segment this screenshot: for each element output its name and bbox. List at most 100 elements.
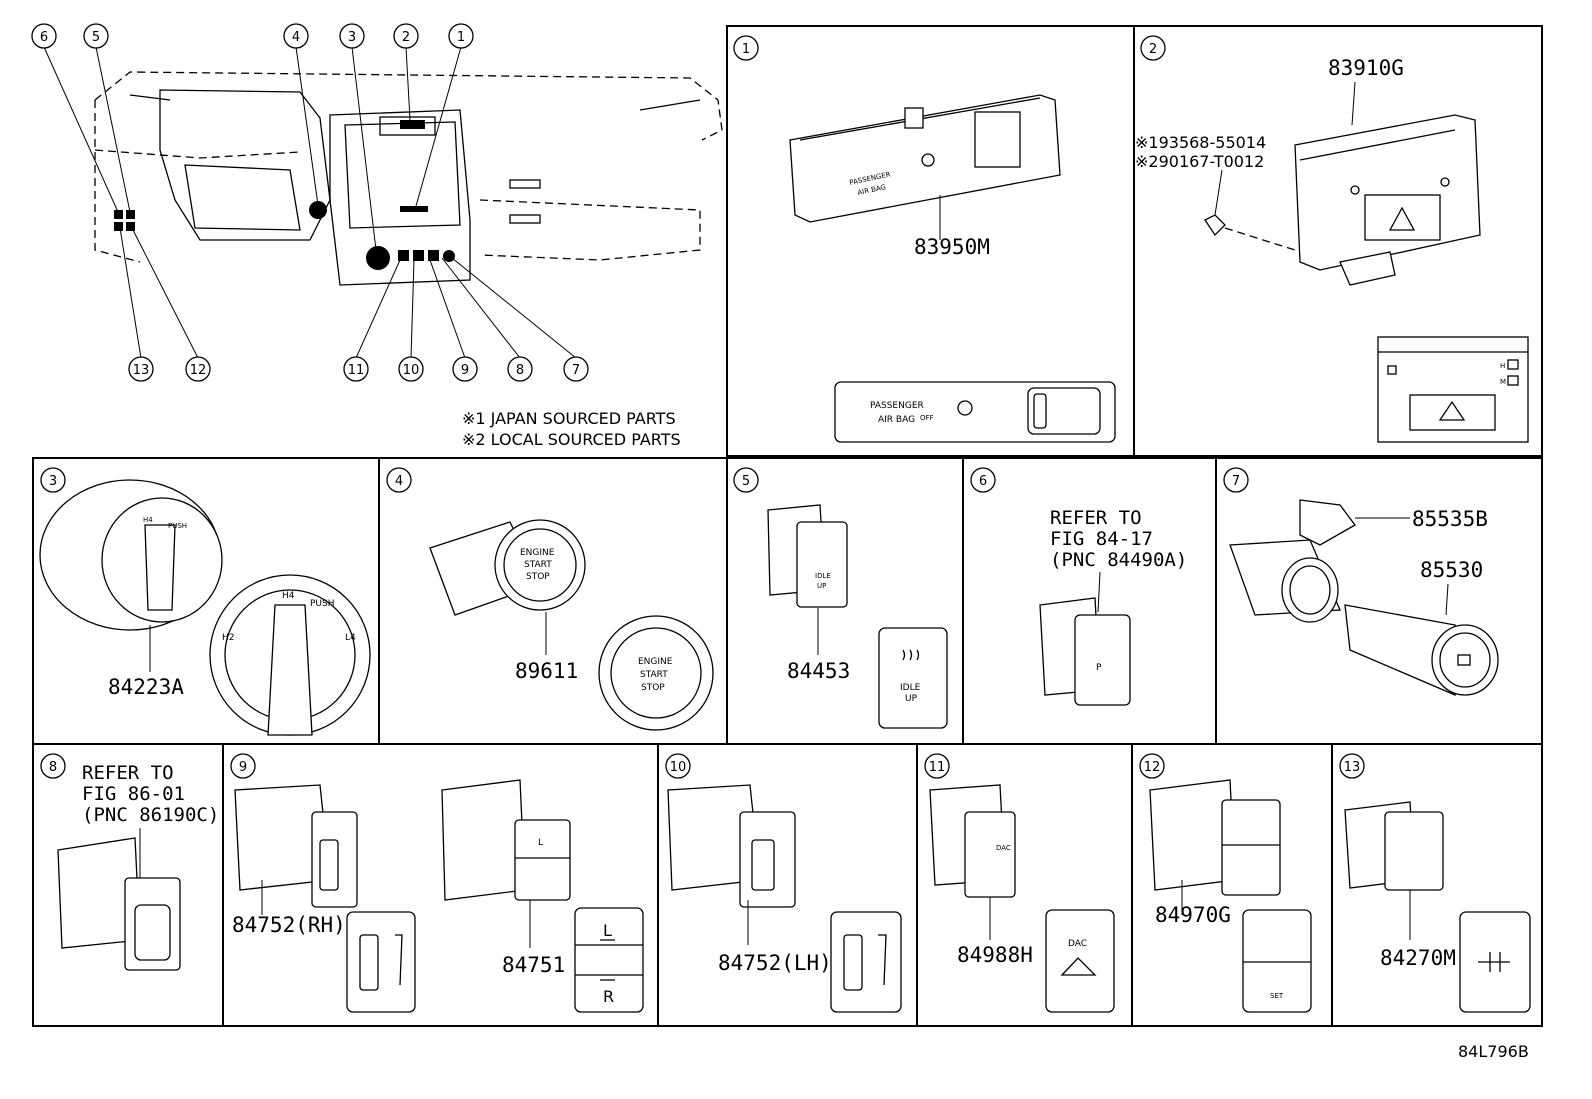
overview-callout-label: 2	[402, 30, 410, 45]
callout-1: 1	[733, 35, 759, 61]
overview-callout-label: 5	[92, 30, 100, 45]
start-face-stop: STOP	[641, 683, 665, 693]
panel-4-engine-start-switch: 4 ENGINE START STOP 89611 ENGINE START S…	[386, 467, 714, 731]
part-83910G: 83910G	[1328, 56, 1404, 80]
overview-callout: 12	[185, 356, 211, 382]
seat-face-l: L	[603, 921, 612, 940]
svg-text:10: 10	[670, 760, 687, 775]
note-local-sourced: ※2 LOCAL SOURCED PARTS	[462, 430, 681, 449]
hazard-h-label: H	[1500, 362, 1505, 370]
part-84270M: 84270M	[1380, 946, 1456, 970]
svg-text:6: 6	[979, 474, 987, 489]
overview-callout-label: 9	[461, 363, 469, 378]
idle-face-up: UP	[905, 694, 918, 704]
knob-side-h4: H4	[143, 516, 153, 524]
overview-callout-label: 3	[348, 30, 356, 45]
overview-callout-label: 1	[457, 30, 465, 45]
panel-11-dac-switch: 11 DAC 84988H DAC	[924, 753, 1115, 1013]
part-84751: 84751	[502, 953, 565, 977]
knob-face-h2: H2	[222, 633, 235, 643]
overview-callout: 4	[283, 23, 309, 49]
overview-callout: 3	[339, 23, 365, 49]
overview-callout-label: 7	[572, 363, 580, 378]
panel-1-passenger-airbag-switch: 1 PASSENGER AIR BAG 83950M PASSENGER AIR…	[733, 35, 1116, 443]
airbag-face-passenger: PASSENGER	[870, 401, 924, 411]
note-japan-sourced: ※1 JAPAN SOURCED PARTS	[462, 409, 676, 428]
callout-5: 5	[733, 467, 759, 493]
hazard-m-label: M	[1500, 378, 1506, 386]
seat-switch-l: L	[538, 838, 543, 848]
seat-face-r: R	[603, 987, 614, 1006]
panel-13-switch: 13 84270M	[1339, 753, 1531, 1013]
callout-11: 11	[924, 753, 950, 779]
panel-frames	[32, 25, 1543, 1027]
svg-text:9: 9	[239, 760, 247, 775]
overview-callout: 10	[398, 356, 424, 382]
overview-callout: 6	[31, 23, 57, 49]
airbag-face-airbag: AIR BAG	[878, 415, 915, 425]
overview-callout: 1	[448, 23, 474, 49]
svg-text:5: 5	[742, 474, 750, 489]
callout-3: 3	[40, 467, 66, 493]
overview-callout: 2	[393, 23, 419, 49]
callout-4: 4	[386, 467, 412, 493]
knob-side-push: PUSH	[168, 522, 187, 530]
panel-12-crawl-switch: 12 84970G SET	[1139, 753, 1312, 1013]
crawl-face-set: SET	[1270, 992, 1284, 1000]
p8-ref-line3: (PNC 86190C)	[82, 804, 219, 826]
overview-callout: 8	[507, 356, 533, 382]
overview-callout: 9	[452, 356, 478, 382]
diagram-code: 84L796B	[1458, 1042, 1529, 1061]
svg-text:13: 13	[1344, 760, 1361, 775]
callout-9: 9	[230, 753, 256, 779]
panel-2-hazard-switch: 2 83910G ※193568-55014 ※290167-T0012 H M	[1135, 35, 1529, 443]
part-85535B: 85535B	[1412, 507, 1488, 531]
callout-8: 8	[40, 753, 66, 779]
svg-text:2: 2	[1149, 42, 1157, 57]
p6-ref-line2: FIG 84-17	[1050, 528, 1153, 550]
callout-6: 6	[970, 467, 996, 493]
overview-callout: 11	[343, 356, 369, 382]
svg-text:1: 1	[742, 42, 750, 57]
idle-face-idle: IDLE	[900, 683, 921, 693]
part-84970G: 84970G	[1155, 903, 1231, 927]
part-84752-lh: 84752(LH)	[718, 951, 832, 975]
panel-5-idle-up-switch: 5 IDLE UP 84453 IDLE UP	[733, 467, 948, 729]
panel-9-seat-heater-switches: 9 84752(RH) L 84751 L R	[230, 753, 644, 1013]
dac-face-label: DAC	[1068, 939, 1087, 949]
overview-callout: 5	[83, 23, 109, 49]
part-85530: 85530	[1420, 558, 1483, 582]
svg-text:3: 3	[49, 474, 57, 489]
parking-p-symbol: P	[1096, 663, 1102, 673]
p6-ref-line1: REFER TO	[1050, 507, 1142, 529]
overview-callout-label: 10	[403, 363, 420, 378]
idle-switch-idle: IDLE	[815, 572, 831, 580]
svg-text:7: 7	[1232, 474, 1240, 489]
knob-face-l4: L4	[345, 633, 356, 643]
callout-7: 7	[1223, 467, 1249, 493]
overview-callout-label: 6	[40, 30, 48, 45]
start-button-stop: STOP	[526, 572, 550, 582]
overview-callout-label: 11	[348, 363, 365, 378]
knob-face-push: PUSH	[310, 599, 335, 609]
overview-callout-label: 12	[190, 363, 207, 378]
panel-10-seat-heater-lh: 10 84752(LH)	[665, 753, 902, 1013]
callout-2: 2	[1140, 35, 1166, 61]
svg-text:4: 4	[395, 474, 403, 489]
part-83950M: 83950M	[914, 235, 990, 259]
panel-7-power-outlet: 7 85535B 85530	[1223, 467, 1499, 696]
p6-ref-line3: (PNC 84490A)	[1050, 549, 1187, 571]
ref-japan-screw: ※193568-55014	[1135, 133, 1266, 152]
ref-local-screw: ※290167-T0012	[1135, 152, 1264, 171]
part-84752-rh: 84752(RH)	[232, 913, 346, 937]
svg-text:11: 11	[929, 760, 946, 775]
part-84988H: 84988H	[957, 943, 1033, 967]
overview-callout-label: 4	[292, 30, 300, 45]
dashboard-overview	[43, 46, 723, 359]
airbag-face-off: OFF	[920, 414, 934, 422]
callout-10: 10	[665, 753, 691, 779]
start-face-engine: ENGINE	[638, 657, 673, 667]
svg-text:12: 12	[1144, 760, 1161, 775]
